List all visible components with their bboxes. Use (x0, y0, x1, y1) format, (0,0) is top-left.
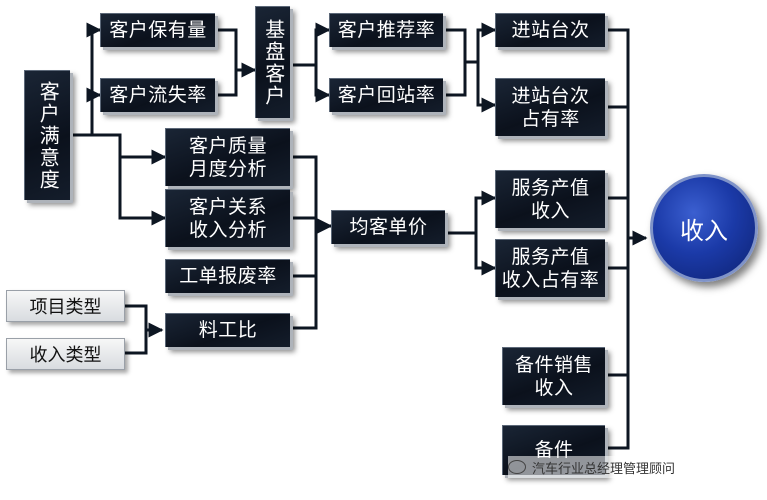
node-station-visits-share: 进站台次 占有率 (495, 78, 605, 136)
node-customer-relation-income: 客户关系 收入分析 (165, 189, 290, 247)
node-service-value-income: 服务产值 收入 (495, 170, 605, 228)
node-income-type: 收入类型 (6, 338, 125, 370)
node-income: 收入 (650, 174, 758, 282)
wechat-icon (508, 460, 526, 474)
node-customer-retention: 客户保有量 (100, 13, 215, 47)
node-avg-ticket: 均客单价 (331, 210, 445, 244)
watermark-text: 汽车行业总经理管理顾问 (532, 461, 676, 477)
node-service-value-share: 服务产值 收入占有率 (495, 239, 605, 297)
node-work-order-scrap-rate: 工单报废率 (165, 259, 290, 293)
node-return-rate: 客户回站率 (329, 78, 443, 112)
node-project-type: 项目类型 (6, 290, 125, 322)
watermark: 汽车行业总经理管理顾问 (508, 456, 763, 478)
node-parts-sales-income: 备件销售 收入 (502, 347, 605, 405)
node-material-labor-ratio: 料工比 (165, 313, 290, 347)
node-customer-quality-monthly: 客户质量 月度分析 (165, 128, 290, 186)
node-referral-rate: 客户推荐率 (329, 13, 443, 47)
node-station-visits: 进站台次 (495, 13, 605, 47)
node-customer-satisfaction: 客户满意度 (24, 70, 70, 200)
node-customer-churn-rate: 客户流失率 (100, 78, 215, 112)
node-base-customers: 基盘客户 (255, 6, 290, 118)
